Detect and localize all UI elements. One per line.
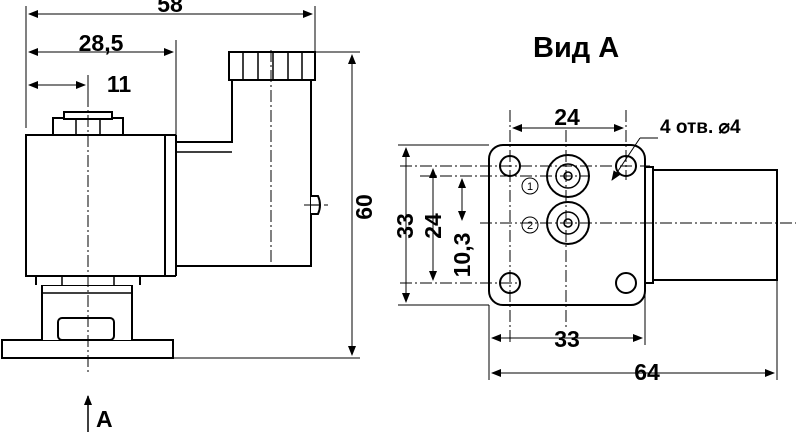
view-a-center-lines — [400, 110, 796, 345]
connector-housing — [175, 79, 312, 267]
flange-plate — [488, 144, 646, 306]
dim-flange-width-bottom: 33 — [554, 326, 580, 352]
dim-overall-height: 60 — [351, 194, 377, 220]
port-2-label: 2 — [527, 220, 533, 232]
port-1-badge — [521, 177, 539, 195]
view-title: Вид А — [533, 32, 619, 64]
mount-hole — [615, 272, 637, 294]
holes-note: 4 отв. ⌀4 — [660, 117, 741, 138]
dim-stem-offset: 11 — [107, 71, 132, 97]
dim-port-offset: 10,3 — [449, 233, 475, 278]
view-a-dimensions — [398, 124, 778, 380]
dim-overall-width: 58 — [157, 0, 183, 17]
dim-overall-length: 64 — [634, 359, 660, 385]
coil-side — [650, 169, 778, 281]
view-marker-label: А — [96, 406, 113, 432]
side-view — [1, 51, 321, 359]
side-center-lines — [87, 50, 328, 372]
dim-coil-center: 28,5 — [79, 30, 124, 56]
dim-flange-height: 33 — [392, 213, 418, 239]
coil — [25, 134, 166, 277]
side-dimensions — [25, 6, 360, 359]
dim-flange-width-top: 24 — [554, 104, 580, 130]
port-1-label: 1 — [527, 181, 533, 193]
dim-hole-spacing-v: 24 — [420, 213, 446, 239]
port-2-badge — [521, 216, 539, 234]
body-slot — [57, 317, 115, 341]
